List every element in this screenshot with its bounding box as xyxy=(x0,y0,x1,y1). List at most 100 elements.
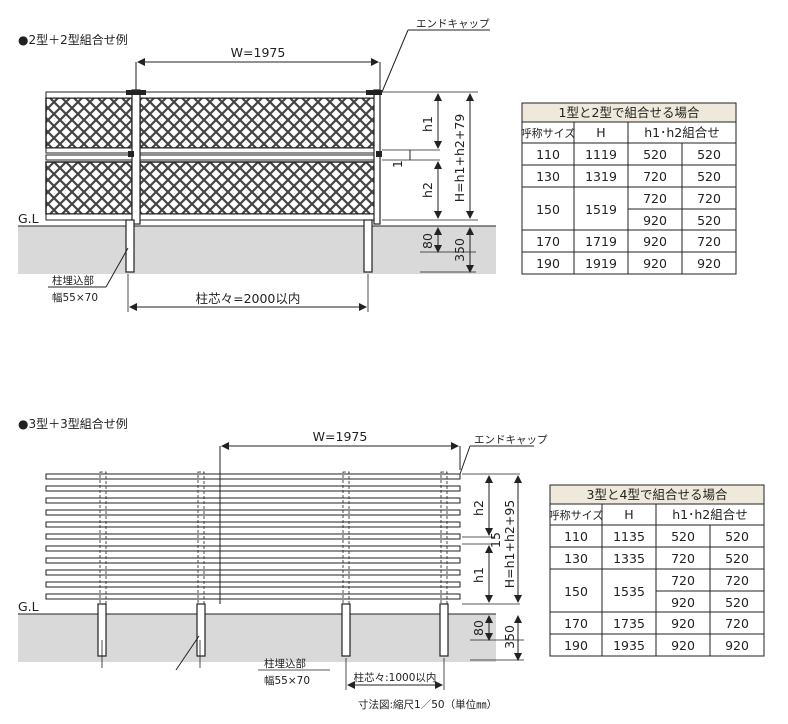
post-embed-1a xyxy=(125,219,135,273)
table-cell: 110 xyxy=(564,529,588,544)
table-cell: 520 xyxy=(725,595,749,610)
end-cap-label-1: エンドキャップ xyxy=(416,18,490,30)
table-cell: 720 xyxy=(671,573,695,588)
gap-label-2: 15 xyxy=(488,532,503,548)
footer-note: 寸法図:縮尺1／50（単位㎜） xyxy=(358,698,497,711)
table1-header-combo: h1･h2組合せ xyxy=(644,125,720,140)
width-label-1: W=1975 xyxy=(231,45,286,60)
table-cell: 720 xyxy=(697,234,721,249)
depth350-label-2: 350 xyxy=(502,625,517,649)
post-pitch-label-2: 柱芯々:1000以内 xyxy=(354,671,437,684)
table-cell: 1535 xyxy=(613,584,645,599)
table-cell: 920 xyxy=(671,638,695,653)
end-cap-label-2: エンドキャップ xyxy=(474,434,548,446)
table-cell: 920 xyxy=(671,595,695,610)
h2-label-1: h2 xyxy=(420,182,435,198)
table-cell: 1119 xyxy=(585,147,617,162)
table-cell: 520 xyxy=(697,147,721,162)
table-cell: 520 xyxy=(697,169,721,184)
post-embed-label1-1: 柱埋込部 xyxy=(52,274,94,287)
table2-header-h: H xyxy=(624,507,633,522)
table-cell: 720 xyxy=(725,573,749,588)
table-cell: 520 xyxy=(671,529,695,544)
table-cell: 520 xyxy=(697,213,721,228)
table-cell: 920 xyxy=(725,638,749,653)
fence-slat xyxy=(45,509,461,516)
table1-header-h: H xyxy=(596,125,605,140)
table-cell: 520 xyxy=(725,529,749,544)
fence-slat xyxy=(45,545,461,552)
table-cell: 190 xyxy=(536,256,560,271)
fence-slat xyxy=(45,533,461,540)
table-cell: 720 xyxy=(725,616,749,631)
table-cell: 130 xyxy=(536,169,560,184)
table-cell: 1519 xyxy=(585,202,617,217)
diagram2-heading: ●3型＋3型組合せ例 xyxy=(18,416,128,431)
table-cell: 720 xyxy=(643,169,667,184)
fence-slat xyxy=(45,497,461,504)
table-cell: 170 xyxy=(564,616,588,631)
table-cell: 1719 xyxy=(585,234,617,249)
gl-label-1: G.L xyxy=(18,211,39,226)
fence-slat xyxy=(45,521,461,528)
table-cell: 920 xyxy=(643,213,667,228)
post-embed-2d xyxy=(439,603,449,657)
height-formula-1: H=h1+h2+79 xyxy=(452,114,467,203)
table-cell: 110 xyxy=(536,147,560,162)
width-label-2: W=1975 xyxy=(313,429,368,444)
table2-header-size: 呼称サイズ xyxy=(549,508,604,522)
table-cell: 190 xyxy=(564,638,588,653)
table-cell: 170 xyxy=(536,234,560,249)
post-pitch-label-1: 柱芯々=2000以内 xyxy=(196,291,301,306)
fence-slat xyxy=(45,473,461,480)
lattice-fence-1 xyxy=(45,89,382,225)
table-cell: 150 xyxy=(564,584,588,599)
h1-label-2: h1 xyxy=(471,567,486,583)
table-cell: 1935 xyxy=(613,638,645,653)
depth80-label-2: 80 xyxy=(471,620,486,636)
post-embed-label2-2: 幅55×70 xyxy=(264,674,310,687)
table-cell: 920 xyxy=(643,234,667,249)
table-cell: 720 xyxy=(643,191,667,206)
table-cell: 150 xyxy=(536,202,560,217)
post-embed-label2-1: 幅55×70 xyxy=(52,291,98,304)
table2-header-combo: h1･h2組合せ xyxy=(672,507,748,522)
table-cell: 1919 xyxy=(585,256,617,271)
fence-slat xyxy=(45,485,461,492)
table-cell: 720 xyxy=(697,191,721,206)
depth350-label-1: 350 xyxy=(452,238,467,262)
size-table-1: 1型と2型で組合せる場合 呼称サイズ H h1･h2組合せ 110 1119 520… xyxy=(521,102,737,275)
table-cell: 130 xyxy=(564,551,588,566)
table-cell: 920 xyxy=(643,256,667,271)
post-embed-label1-2: 柱埋込部 xyxy=(264,657,306,670)
table-cell: 920 xyxy=(697,256,721,271)
table-cell: 1735 xyxy=(613,616,645,631)
table-cell: 520 xyxy=(725,551,749,566)
diagram1-heading: ●2型＋2型組合せ例 xyxy=(18,32,128,47)
ground-area-1 xyxy=(18,226,496,274)
h1-label-1: h1 xyxy=(420,116,435,132)
depth80-label-1: 80 xyxy=(420,233,435,249)
ground-area-2 xyxy=(18,614,496,662)
post-embed-1b xyxy=(363,219,373,273)
table-cell: 1135 xyxy=(613,529,645,544)
height-formula-2: H=h1+h2+95 xyxy=(502,500,517,588)
table-cell: 920 xyxy=(671,616,695,631)
table-cell: 1335 xyxy=(613,551,645,566)
fence-slat xyxy=(45,557,461,564)
table1-title: 1型と2型で組合せる場合 xyxy=(559,105,700,120)
table-cell: 720 xyxy=(671,551,695,566)
h2-label-2: h2 xyxy=(471,500,486,516)
fence-slat xyxy=(45,569,461,576)
gap-label-1: 1 xyxy=(390,160,405,168)
size-table-2: 3型と4型で組合せる場合 呼称サイズ H h1･h2組合せ 110 1135 520… xyxy=(549,484,765,657)
post-embed-2c xyxy=(341,603,351,657)
table1-header-size: 呼称サイズ xyxy=(521,126,576,140)
fence-slat xyxy=(45,593,461,600)
table-cell: 1319 xyxy=(585,169,617,184)
fence-slat xyxy=(45,581,461,588)
table2-title: 3型と4型で組合せる場合 xyxy=(587,487,728,502)
gl-label-2: G.L xyxy=(18,599,39,614)
table-cell: 520 xyxy=(643,147,667,162)
